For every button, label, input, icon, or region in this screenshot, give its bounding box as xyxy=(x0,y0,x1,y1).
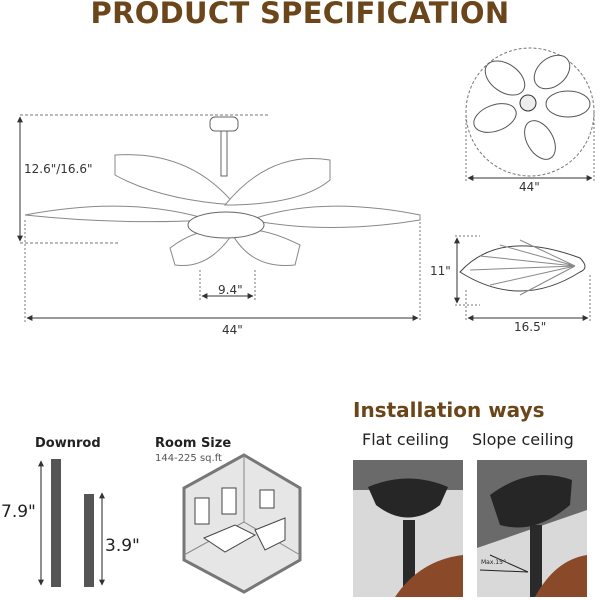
blade-length-label: 16.5" xyxy=(514,320,547,334)
long-downrod xyxy=(51,459,61,587)
fan-side-view xyxy=(17,114,421,322)
short-downrod xyxy=(84,494,94,587)
fan-top-view xyxy=(465,47,595,182)
installation-title: Installation ways xyxy=(353,398,545,422)
span-side-label: 44" xyxy=(222,323,243,337)
room-size-label: Room Size xyxy=(155,436,232,451)
short-downrod-label: 3.9" xyxy=(105,536,140,556)
room-illustration xyxy=(182,453,302,594)
max-angle-label: Max.15° xyxy=(481,559,506,566)
blade-width-label: 11" xyxy=(430,264,451,278)
blade-view xyxy=(454,235,591,322)
span-top-label: 44" xyxy=(519,180,540,194)
flat-ceiling-photo xyxy=(353,460,463,597)
flat-ceiling-label: Flat ceiling xyxy=(362,430,450,449)
page-title: PRODUCT SPECIFICATION xyxy=(90,0,510,30)
height-label: 12.6"/16.6" xyxy=(24,162,93,176)
downrod-label: Downrod xyxy=(35,436,101,451)
slope-ceiling-label: Slope ceiling xyxy=(472,430,574,449)
slope-ceiling-photo xyxy=(477,460,587,597)
long-downrod-label: 7.9" xyxy=(1,502,36,522)
light-kit-label: 9.4" xyxy=(218,283,243,297)
room-size-value: 144-225 sq.ft xyxy=(155,453,222,464)
downrod-drawing xyxy=(38,459,105,587)
